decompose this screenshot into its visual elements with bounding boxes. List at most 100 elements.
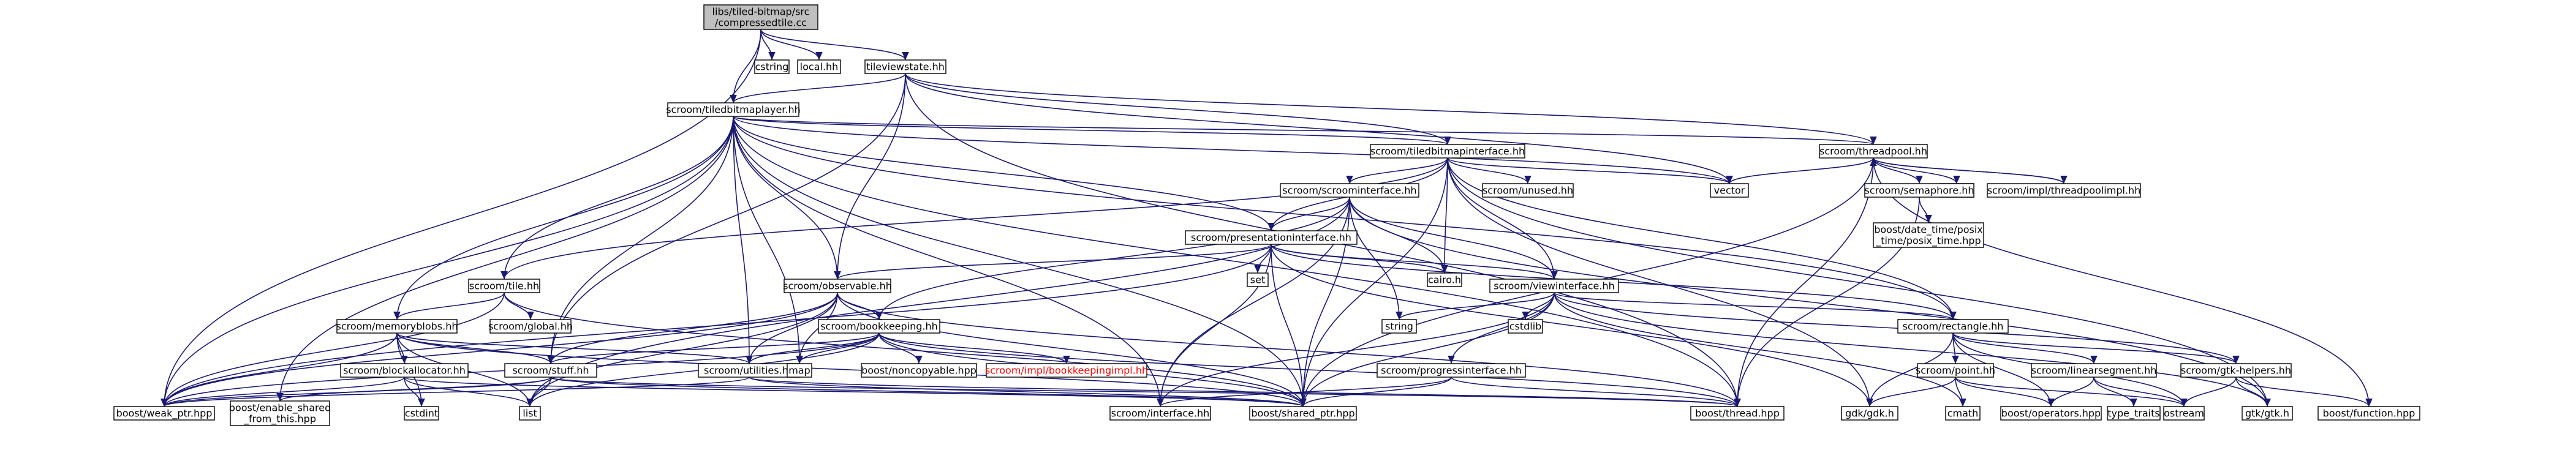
edge-viewinterface-to-cmath (1554, 292, 1966, 407)
edge-point-to-cmath (1955, 377, 1966, 407)
node-label-enable_shared: boost/enable_shared (229, 402, 331, 414)
edge-viewinterface-to-interface (1157, 292, 1555, 407)
node-cstdint: cstdint (404, 406, 439, 421)
node-viewinterface[interactable]: scroom/viewinterface.hh (1489, 279, 1619, 293)
node-thread: boost/thread.hpp (1690, 406, 1785, 421)
node-label-root: /compressedtile.cc (715, 17, 807, 29)
node-label-tileviewstate: tileviewstate.hh (866, 61, 945, 73)
node-tiledbitmaplayer[interactable]: scroom/tiledbitmaplayer.hh (666, 102, 801, 117)
node-tile[interactable]: scroom/tile.hh (468, 279, 540, 293)
node-map: map (787, 363, 812, 378)
node-bookkeepingimpl[interactable]: scroom/impl/bookkeepingimpl.hh (985, 363, 1148, 378)
node-box-string (1381, 319, 1417, 334)
edge-layer (161, 29, 2373, 407)
edge-linearsegment-to-ostream (2093, 377, 2188, 407)
node-label-posix_time: _time/posix_time.hpp (1875, 235, 1981, 247)
edge-linearsegment-to-type_traits (2093, 377, 2137, 407)
node-box-bookkeepingimpl (986, 363, 1147, 378)
node-tileviewstate[interactable]: tileviewstate.hh (864, 59, 946, 74)
node-box-gdk (1841, 406, 1898, 421)
node-box-gtk (2242, 406, 2293, 421)
node-threadpool[interactable]: scroom/threadpool.hh (1819, 144, 1928, 159)
edge-scroominterface-to-bookkeeping (875, 197, 1350, 320)
edge-tiledbitmaplayer-to-map (733, 116, 803, 364)
node-label-cmath: cmath (1947, 408, 1979, 419)
edge-tiledbitmaplayer-to-threadpool (733, 116, 1876, 145)
edge-bookkeeping-to-map (796, 332, 880, 364)
node-local[interactable]: local.hh (797, 59, 841, 74)
edge-rectangle-to-operators (1952, 332, 2055, 407)
node-enable_shared: boost/enable_shared_from_this.hpp (229, 400, 331, 426)
edge-point-to-ostream (1955, 377, 2188, 407)
node-stuff[interactable]: scroom/stuff.hh (504, 363, 597, 378)
edge-bookkeeping-to-utilities (746, 332, 880, 364)
node-label-cstdint: cstdint (405, 408, 438, 419)
node-list: list (519, 406, 541, 421)
node-semaphore[interactable]: scroom/semaphore.hh (1864, 183, 1974, 198)
node-box-memoryblobs (336, 319, 458, 334)
edge-observable-to-shared_ptr (837, 292, 1307, 407)
node-label-noncopyable: boost/noncopyable.hpp (861, 365, 976, 377)
edge-stuff-to-weak_ptr (161, 377, 551, 407)
node-posix_time: boost/date_time/posix_time/posix_time.hp… (1873, 222, 1984, 248)
node-box-vector (1710, 183, 1749, 198)
node-label-ostream: ostream (2164, 408, 2204, 419)
node-label-type_traits: type_traits (2107, 408, 2159, 420)
node-label-unused: scroom/unused.hh (1483, 185, 1573, 197)
node-label-rectangle: scroom/rectangle.hh (1903, 321, 2004, 332)
node-box-threadpoolimpl (1987, 183, 2141, 198)
edge-tile-to-shared_ptr (504, 292, 1307, 407)
node-label-cstring: cstring (755, 61, 789, 73)
edge-memoryblobs-to-utilities (396, 332, 753, 364)
node-observable[interactable]: scroom/observable.hh (783, 279, 892, 293)
node-label-threadpool: scroom/threadpool.hh (1819, 146, 1927, 157)
node-label-thread: boost/thread.hpp (1695, 408, 1780, 419)
node-gtkhelpers[interactable]: scroom/gtk-helpers.hh (2180, 363, 2292, 378)
edge-observable-to-weak_ptr (161, 292, 838, 407)
node-blockallocator[interactable]: scroom/blockallocator.hh (340, 363, 469, 378)
node-layer: libs/tiled-bitmap/src/compressedtile.cc c… (113, 4, 2420, 426)
edge-presentationinterface-to-cairo (1271, 244, 1448, 274)
node-string: string (1381, 319, 1417, 334)
edge-bookkeeping-to-bookkeepingimpl (878, 332, 1070, 364)
edge-viewinterface-to-string (1396, 292, 1555, 320)
node-interface[interactable]: scroom/interface.hh (1109, 406, 1211, 421)
edge-stuff-to-shared_ptr (550, 377, 1307, 407)
node-threadpoolimpl[interactable]: scroom/impl/threadpoolimpl.hh (1987, 183, 2141, 198)
node-label-cairo: cairo.h (1428, 274, 1461, 286)
node-memoryblobs[interactable]: scroom/memoryblobs.hh (336, 319, 458, 334)
edge-tiledbitmaplayer-to-utilities (733, 116, 753, 364)
node-rectangle[interactable]: scroom/rectangle.hh (1897, 319, 2009, 334)
node-linearsegment[interactable]: scroom/linearsegment.hh (2031, 363, 2157, 378)
edge-presentationinterface-to-observable (834, 244, 1272, 280)
node-root[interactable]: libs/tiled-bitmap/src/compressedtile.cc (703, 4, 818, 30)
edge-tile-to-weak_ptr (161, 292, 505, 407)
node-label-set: set (1250, 274, 1265, 286)
edge-tiledbitmaplayer-to-memoryblobs (393, 116, 734, 320)
node-unused[interactable]: scroom/unused.hh (1482, 183, 1574, 198)
node-cstring: cstring (754, 59, 790, 74)
edge-tiledbitmapinterface-to-shared_ptr (1299, 157, 1448, 407)
edge-bookkeeping-to-noncopyable (878, 332, 923, 364)
node-global[interactable]: scroom/global.hh (488, 319, 573, 334)
edge-rectangle-to-gtkhelpers (1952, 332, 2240, 364)
edge-tiledbitmaplayer-to-observable (733, 116, 841, 280)
node-scroominterface[interactable]: scroom/scroominterface.hh (1280, 183, 1419, 198)
node-label-blockallocator: scroom/blockallocator.hh (343, 365, 466, 377)
node-box-tileviewstate (864, 59, 946, 74)
edge-tiledbitmaplayer-to-weak_ptr (161, 116, 734, 407)
node-point[interactable]: scroom/point.hh (1916, 363, 1995, 378)
edge-stuff-to-list (526, 377, 551, 407)
node-cstdlib: cstdlib (1508, 319, 1543, 334)
node-tiledbitmapinterface[interactable]: scroom/tiledbitmapinterface.hh (1370, 144, 1525, 159)
node-progressinterface[interactable]: scroom/progressinterface.hh (1377, 363, 1526, 378)
node-box-bookkeeping (818, 319, 940, 334)
node-presentationinterface[interactable]: scroom/presentationinterface.hh (1185, 230, 1358, 245)
node-label-utilities: scroom/utilities.hh (704, 365, 795, 377)
node-utilities[interactable]: scroom/utilities.hh (698, 363, 801, 378)
edge-memoryblobs-to-stuff (396, 332, 554, 364)
edge-scroominterface-to-viewinterface (1349, 197, 1558, 280)
node-bookkeeping[interactable]: scroom/bookkeeping.hh (818, 319, 940, 334)
edge-tiledbitmapinterface-to-viewinterface (1447, 157, 1558, 280)
node-box-stuff (504, 363, 597, 378)
